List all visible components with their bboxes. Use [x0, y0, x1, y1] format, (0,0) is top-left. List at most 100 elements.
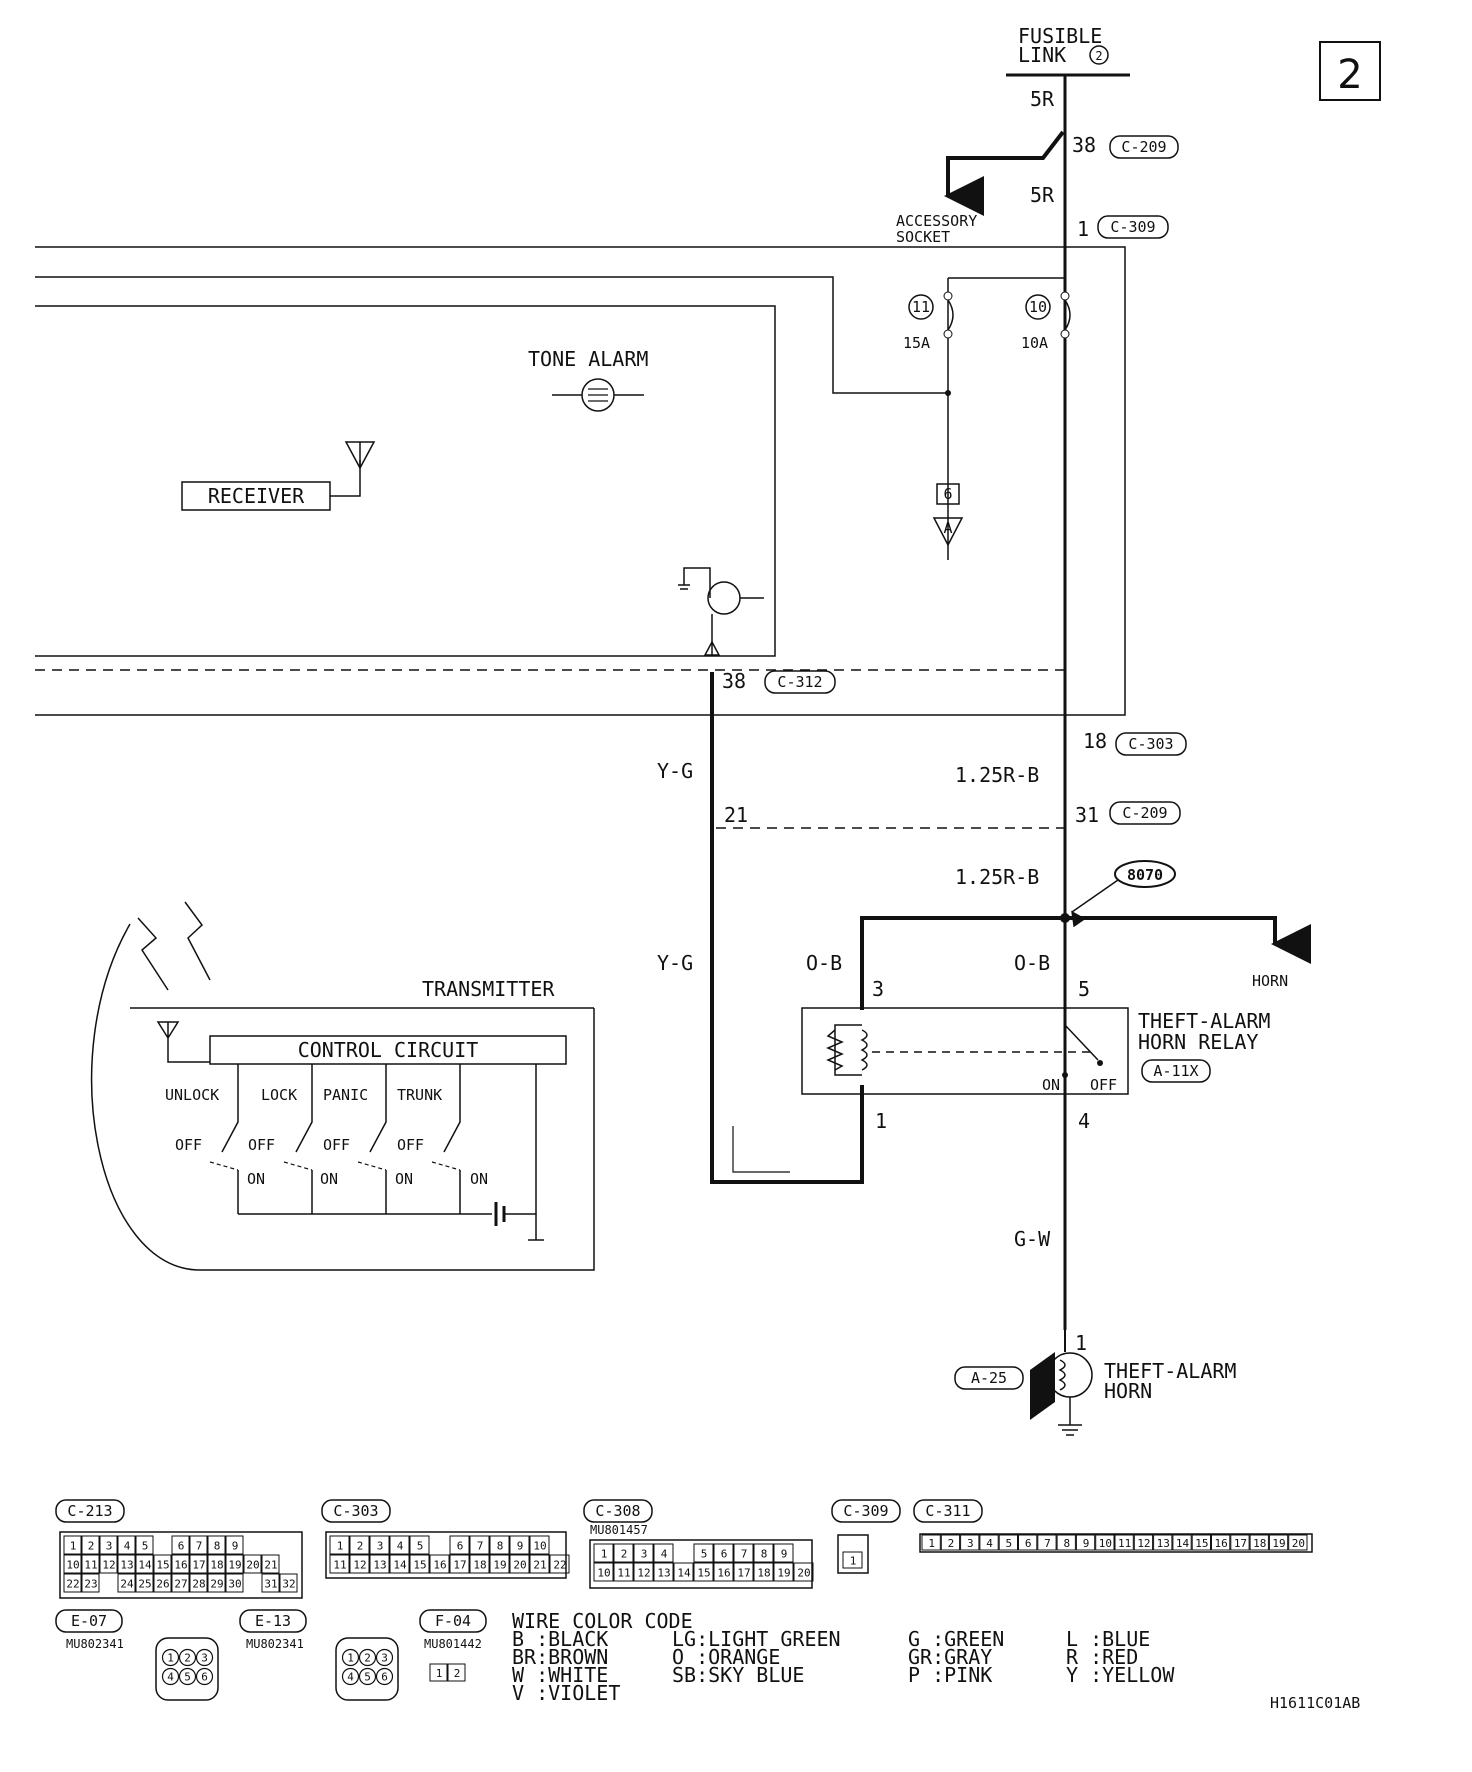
- connector-pin: 5: [998, 1534, 1019, 1551]
- connector-pin: 28: [189, 1573, 208, 1593]
- connector-pin-number: 6: [178, 1540, 185, 1553]
- connector-pin-number: 17: [192, 1559, 205, 1572]
- connector-pin-number: 11: [1118, 1537, 1131, 1550]
- connector-pin-number: 24: [120, 1578, 134, 1591]
- connector-pin-number: 2: [357, 1540, 364, 1553]
- connector-pin: 27: [171, 1573, 190, 1593]
- connector-pin: 12: [349, 1554, 370, 1574]
- connector-pin: 1: [429, 1663, 448, 1682]
- color-code-entry: L :BLUE: [1066, 1627, 1150, 1651]
- connector-pin-number: 29: [210, 1578, 223, 1591]
- color-code-entry: GR:GRAY: [908, 1645, 992, 1669]
- connector-pin: 5: [178, 1667, 197, 1686]
- c209-top-id: C-209: [1121, 138, 1166, 156]
- connector-pin-number: 20: [246, 1559, 259, 1572]
- connector-pin: 29: [207, 1573, 226, 1593]
- connector-pin-number: 19: [228, 1559, 241, 1572]
- color-code-entry: P :PINK: [908, 1663, 992, 1687]
- wire-125rb-lower: 1.25R-B: [955, 865, 1039, 889]
- accessory-socket-label-2: SOCKET: [896, 228, 950, 246]
- connector-pin-number: 16: [1215, 1537, 1228, 1550]
- button-panic: PANIC: [323, 1086, 368, 1104]
- fusible-link: FUSIBLE LINK 2: [1006, 24, 1130, 77]
- transmitter-antenna-icon: [156, 1021, 180, 1050]
- button-trunk: TRUNK: [397, 1086, 442, 1104]
- splice-8070: 8070 HORN O-B O-B: [806, 860, 1311, 1010]
- c303-pin: 18: [1083, 729, 1107, 753]
- connector-pin: 7: [189, 1535, 208, 1555]
- connector-pin-number: 1: [337, 1540, 344, 1553]
- connector-pin: 15: [153, 1554, 172, 1574]
- relay-connector-id: A-11X: [1153, 1062, 1198, 1080]
- connector-pin-number: 13: [1157, 1537, 1170, 1550]
- connector-pin-number: 2: [88, 1540, 95, 1553]
- connector-pin-number: 8: [761, 1548, 768, 1561]
- connector-pin-number: 4: [986, 1537, 993, 1550]
- connector-pin-number: 6: [1025, 1537, 1032, 1550]
- connector-pin: 32: [279, 1573, 298, 1593]
- connector-pin: 6: [1018, 1534, 1038, 1551]
- connector-pin: 2: [349, 1535, 370, 1555]
- yg-wire: 38 C-312 Y-G 21 Y-G: [657, 669, 864, 1184]
- connector-pin: 18: [1249, 1534, 1269, 1551]
- connector-pin-number: 6: [201, 1671, 208, 1684]
- connector-pin-number: 14: [393, 1559, 407, 1572]
- horn-name: THEFT-ALARM: [1104, 1359, 1236, 1383]
- connector-pin-number: 1: [928, 1537, 935, 1550]
- connector-pin-number: 1: [347, 1652, 354, 1665]
- horn-connector-id: A-25: [971, 1369, 1007, 1387]
- connector-pin-number: 1: [601, 1548, 608, 1561]
- connector-pin-number: 4: [347, 1671, 354, 1684]
- connector-pin-number: 3: [641, 1548, 648, 1561]
- connector-pin: 21: [261, 1554, 280, 1574]
- e07-id: E-07: [71, 1612, 107, 1630]
- fusible-link-label: FUSIBLE: [1018, 24, 1102, 48]
- connector-pin-number: 1: [70, 1540, 77, 1553]
- connector-pin: 4: [979, 1534, 999, 1551]
- connector-pin: 3: [99, 1535, 118, 1555]
- connector-pin-number: 11: [617, 1567, 630, 1580]
- switch-on-2: ON: [320, 1170, 338, 1188]
- connector-pin: 13: [653, 1562, 674, 1582]
- connector-pin-number: 9: [232, 1540, 239, 1553]
- connector-pin: 9: [773, 1543, 794, 1563]
- transmitter-title: TRANSMITTER: [422, 977, 555, 1001]
- connector-pin-number: 10: [66, 1559, 79, 1572]
- fusible-link-number: 2: [1095, 49, 1102, 63]
- connector-pin: 19: [489, 1554, 510, 1574]
- connector-pin-number: 12: [353, 1559, 366, 1572]
- relay-name: THEFT-ALARM: [1138, 1009, 1270, 1033]
- connector-pin-number: 4: [167, 1671, 174, 1684]
- c209-pin-21: 21: [724, 803, 748, 827]
- connector-pin-number: 17: [453, 1559, 466, 1572]
- connector-pin-number: 6: [457, 1540, 464, 1553]
- connector-pin-number: 16: [433, 1559, 446, 1572]
- connector-pin-number: 13: [657, 1567, 670, 1580]
- connector-pin-number: 15: [156, 1559, 169, 1572]
- connector-pin-number: 26: [156, 1578, 169, 1591]
- connector-pin: 17: [449, 1554, 470, 1574]
- connector-pin: 6: [713, 1543, 734, 1563]
- connector-pin: 14: [135, 1554, 154, 1574]
- accessory-socket-label: ACCESSORY: [896, 212, 977, 230]
- connector-pin: 16: [171, 1554, 190, 1574]
- connector-pin: 18: [207, 1554, 226, 1574]
- connector-pin-number: 13: [120, 1559, 133, 1572]
- radio-signal-icon: [137, 901, 211, 991]
- connector-pin: 15: [409, 1554, 430, 1574]
- connector-pin-number: 14: [138, 1559, 152, 1572]
- connector-pin: 2: [613, 1543, 634, 1563]
- c209-pin-31: 31: [1075, 803, 1099, 827]
- connector-pin-number: 4: [661, 1548, 668, 1561]
- connector-pin-number: 7: [196, 1540, 203, 1553]
- connector-pin: 10: [529, 1535, 550, 1555]
- connector-pin-number: 15: [413, 1559, 426, 1572]
- connector-pin: 1: [842, 1551, 863, 1569]
- connector-pin-number: 12: [1137, 1537, 1150, 1550]
- connector-pin-number: 18: [757, 1567, 770, 1580]
- connector-pin-number: 25: [138, 1578, 151, 1591]
